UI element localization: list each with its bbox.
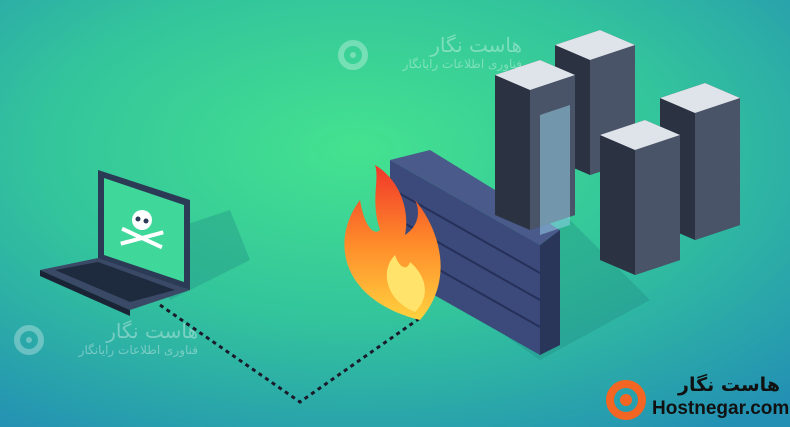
hostnegar-logo-icon — [606, 380, 646, 420]
brand-logo: هاست نگار Hostnegar.com — [600, 372, 790, 427]
watermark-logo-left — [14, 325, 44, 355]
watermark-title: هاست نگار — [106, 319, 198, 343]
laptop-icon — [40, 170, 190, 316]
fire-icon — [344, 165, 441, 320]
watermark-logo-top — [338, 40, 368, 70]
server-rack-icon — [495, 30, 740, 275]
connection-path — [159, 303, 421, 404]
brand-name-fa: هاست نگار — [678, 374, 780, 396]
watermark-subtitle: فناوری اطلاعات رایانگار — [78, 343, 198, 357]
watermark-left: هاست نگار فناوری اطلاعات رایانگار — [48, 320, 198, 358]
watermark-title: هاست نگار — [430, 33, 522, 57]
brand-name-en: Hostnegar.com — [652, 398, 790, 419]
skull-crossbones-icon — [120, 210, 164, 250]
watermark-subtitle: فناوری اطلاعات رایانگار — [402, 57, 522, 71]
watermark-top: هاست نگار فناوری اطلاعات رایانگار — [372, 34, 522, 72]
